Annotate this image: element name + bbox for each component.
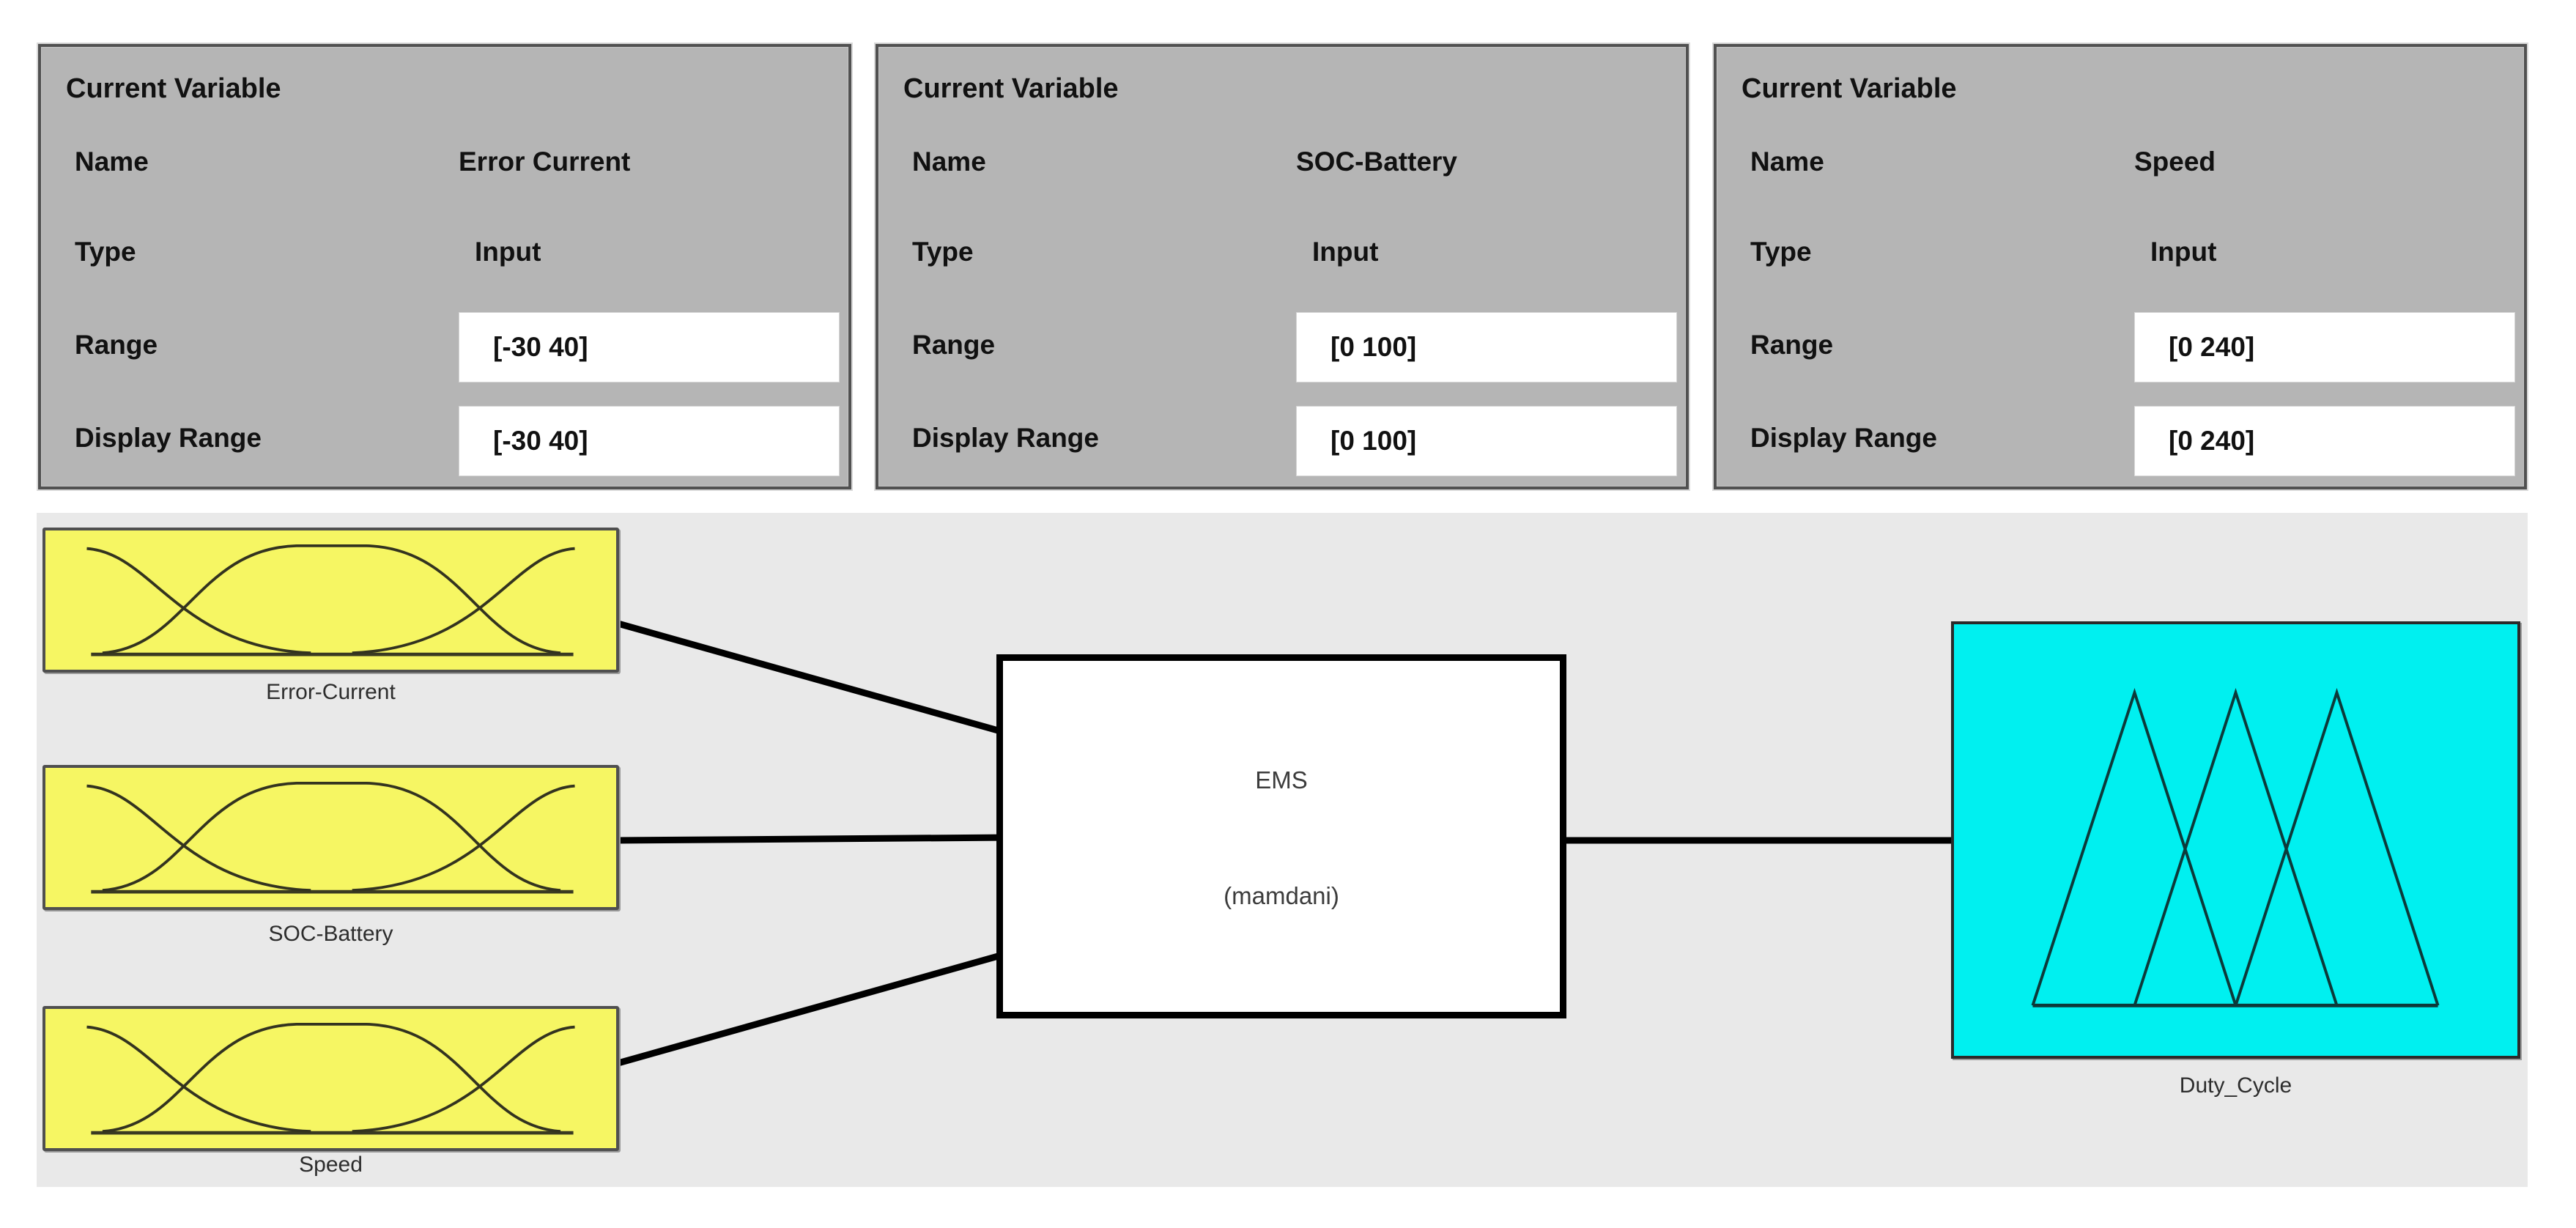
name-value: Error Current — [459, 147, 631, 177]
input-variable-box-soc-battery[interactable] — [42, 765, 619, 910]
current-variable-panel-speed: Current Variable Name Speed Type Input R… — [1714, 44, 2527, 489]
type-label: Type — [1750, 237, 1812, 267]
panel-title: Current Variable — [903, 73, 1119, 104]
current-variable-panel-error-current: Current Variable Name Error Current Type… — [38, 44, 851, 489]
name-label: Name — [1750, 147, 1824, 177]
wire-error-current-to-ems — [614, 619, 1013, 738]
triangular-membership-curves-icon — [2031, 687, 2440, 1007]
type-label: Type — [912, 237, 974, 267]
name-value: SOC-Battery — [1296, 147, 1457, 177]
input-variable-box-error-current[interactable] — [42, 528, 619, 673]
wire-speed-to-ems — [614, 949, 1013, 1068]
output-variable-box-duty-cycle[interactable] — [1951, 621, 2520, 1059]
display-range-label: Display Range — [75, 423, 262, 453]
fis-diagram-canvas: Error-Current SOC-Battery Speed EMS (mam… — [37, 513, 2528, 1187]
type-label: Type — [75, 237, 136, 267]
input-variable-box-speed[interactable] — [42, 1006, 619, 1151]
current-variable-panel-soc-battery: Current Variable Name SOC-Battery Type I… — [876, 44, 1689, 489]
name-value: Speed — [2134, 147, 2216, 177]
name-label: Name — [75, 147, 149, 177]
panel-title: Current Variable — [1742, 73, 1957, 104]
range-input[interactable] — [459, 312, 840, 382]
display-range-label: Display Range — [1750, 423, 1937, 453]
inference-system-box[interactable]: EMS (mamdani) — [996, 654, 1566, 1018]
inference-system-type: (mamdani) — [1224, 881, 1339, 909]
gaussian-membership-curves-icon — [86, 1023, 575, 1135]
range-input[interactable] — [2134, 312, 2515, 382]
wire-soc-battery-to-ems — [615, 834, 1012, 844]
gaussian-membership-curves-icon — [86, 544, 575, 656]
display-range-input[interactable] — [459, 406, 840, 476]
input-variable-label: SOC-Battery — [268, 922, 393, 946]
range-input[interactable] — [1296, 312, 1677, 382]
input-variable-label: Speed — [299, 1153, 363, 1177]
range-label: Range — [75, 330, 158, 360]
gaussian-membership-curves-icon — [86, 782, 575, 894]
type-value: Input — [475, 237, 541, 267]
range-label: Range — [912, 330, 996, 360]
name-label: Name — [912, 147, 986, 177]
output-variable-label: Duty_Cycle — [2179, 1073, 2292, 1098]
connection-wires — [614, 619, 1960, 1068]
type-value: Input — [2150, 237, 2217, 267]
inference-system-name: EMS — [1255, 766, 1308, 794]
display-range-input[interactable] — [2134, 406, 2515, 476]
display-range-label: Display Range — [912, 423, 1099, 453]
panel-title: Current Variable — [66, 73, 281, 104]
input-variable-label: Error-Current — [266, 680, 396, 704]
display-range-input[interactable] — [1296, 406, 1677, 476]
type-value: Input — [1312, 237, 1379, 267]
range-label: Range — [1750, 330, 1834, 360]
